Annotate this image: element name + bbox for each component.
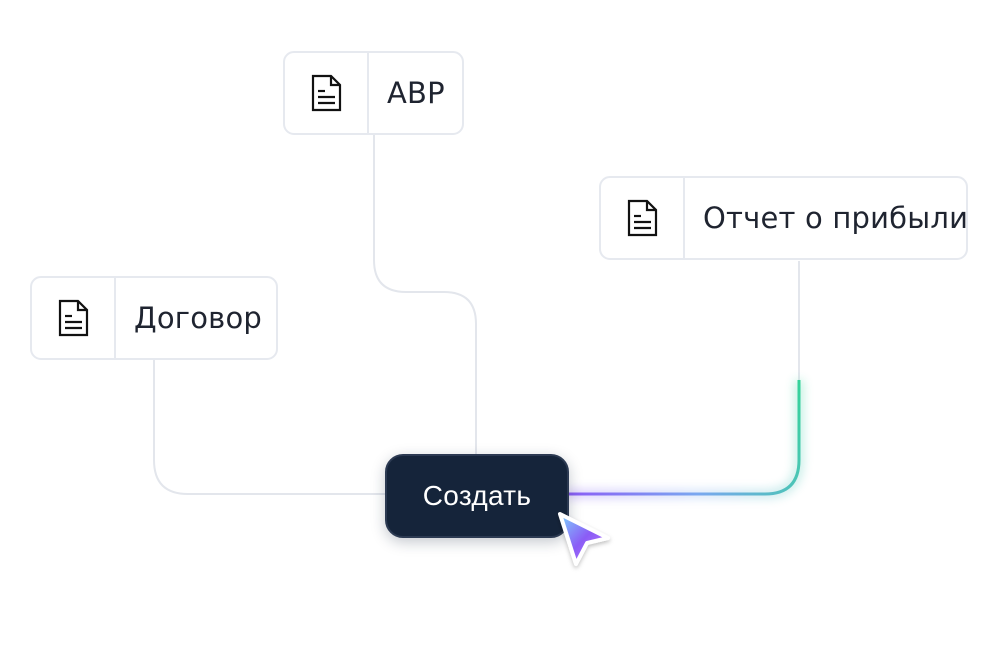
create-button[interactable]: Создать [385,454,569,538]
document-card-label: АВР [387,76,445,110]
connector-report-active [566,380,801,496]
document-icon-cell [601,178,685,258]
document-card-contract[interactable]: Договор [30,276,278,360]
document-icon [311,74,342,112]
document-card-label: Договор [134,301,263,335]
document-icon-cell [32,278,116,358]
document-card-label: Отчет о прибыли [703,201,969,235]
document-icon [627,199,658,237]
document-icon-cell [285,53,369,133]
connector-contract [153,360,386,495]
document-icon [58,299,89,337]
document-card-avr[interactable]: АВР [283,51,464,135]
document-card-profit-report[interactable]: Отчет о прибыли [599,176,968,260]
connector-avr [373,135,477,455]
connector-report-active-glow [566,380,803,498]
pointer-cursor-icon [558,512,610,566]
